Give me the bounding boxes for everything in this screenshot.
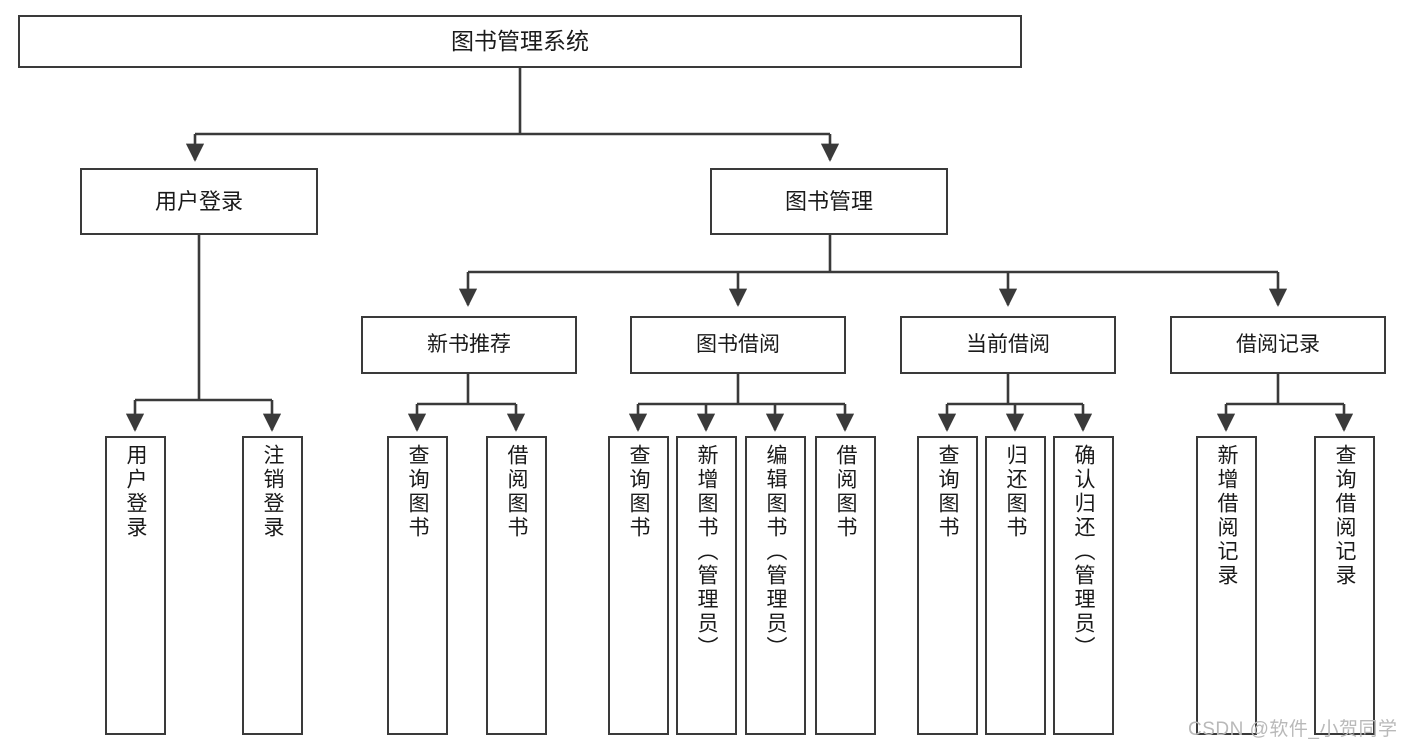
leaf-record-add-record[interactable]: 新增借阅记录 [1196,436,1257,735]
node-label: 借阅记录 [1236,332,1320,356]
node-label: 查询图书 [936,444,959,540]
node-user-login[interactable]: 用户登录 [80,168,318,235]
csdn-watermark: CSDN @软件_小贺同学 [1188,719,1398,740]
node-label: 当前借阅 [966,332,1050,356]
node-label: 新书推荐 [427,332,511,356]
leaf-current-confirm-return-admin[interactable]: 确认归还（管理员） [1053,436,1114,735]
node-label: 图书管理系统 [451,27,589,54]
node-label: 确认归还（管理员） [1072,444,1095,660]
node-label: 新增图书（管理员） [695,444,718,660]
leaf-record-query-record[interactable]: 查询借阅记录 [1314,436,1375,735]
node-label: 借阅图书 [834,444,857,540]
leaf-current-query-book[interactable]: 查询图书 [917,436,978,735]
node-book-management[interactable]: 图书管理 [710,168,948,235]
node-label: 图书管理 [784,188,873,214]
leaf-recommend-query-book[interactable]: 查询图书 [387,436,448,735]
node-new-book-recommend[interactable]: 新书推荐 [361,316,577,374]
node-label: 归还图书 [1004,444,1027,540]
node-label: 查询图书 [406,444,429,540]
leaf-user-login-login[interactable]: 用户登录 [105,436,166,735]
node-label: 注销登录 [261,444,284,540]
node-label: 图书借阅 [696,332,780,356]
node-label: 用户登录 [154,188,243,214]
node-label: 查询借阅记录 [1333,444,1356,588]
node-borrow-record[interactable]: 借阅记录 [1170,316,1386,374]
node-label: 编辑图书（管理员） [764,444,787,660]
node-root-system[interactable]: 图书管理系统 [18,15,1022,68]
leaf-borrow-add-book-admin[interactable]: 新增图书（管理员） [676,436,737,735]
node-book-borrow[interactable]: 图书借阅 [630,316,846,374]
leaf-borrow-edit-book-admin[interactable]: 编辑图书（管理员） [745,436,806,735]
leaf-user-login-logout[interactable]: 注销登录 [242,436,303,735]
leaf-current-return-book[interactable]: 归还图书 [985,436,1046,735]
node-label: 借阅图书 [505,444,528,540]
node-label: 查询图书 [627,444,650,540]
leaf-borrow-query-book[interactable]: 查询图书 [608,436,669,735]
node-label: 新增借阅记录 [1215,444,1238,588]
node-label: 用户登录 [124,444,147,540]
leaf-borrow-borrow-book[interactable]: 借阅图书 [815,436,876,735]
leaf-recommend-borrow-book[interactable]: 借阅图书 [486,436,547,735]
node-current-borrow[interactable]: 当前借阅 [900,316,1116,374]
